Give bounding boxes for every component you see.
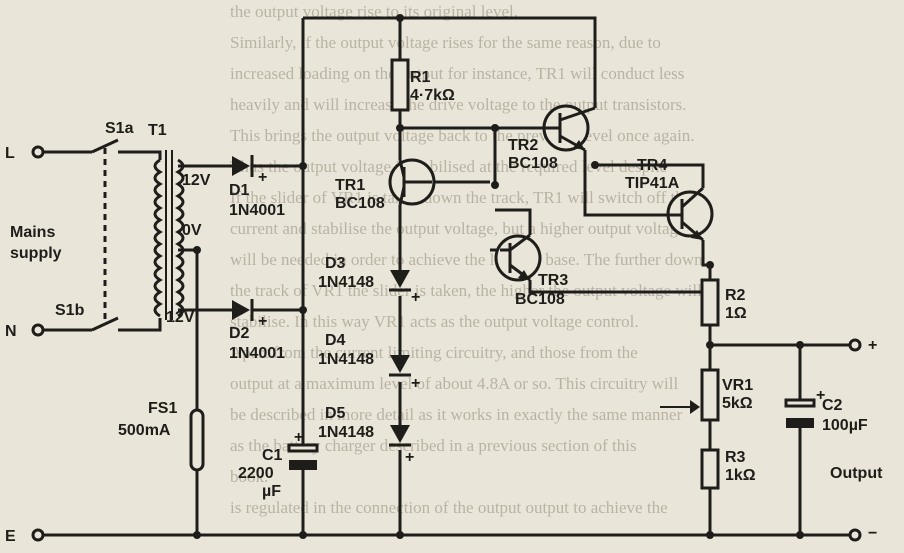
background-text-line: as the battery charger described in a pr… — [230, 436, 637, 455]
label-r1-value: 4·7kΩ — [410, 87, 455, 104]
label-tr2-type: BC108 — [508, 155, 558, 172]
transistor-tr2 — [542, 104, 596, 152]
label-vr1: VR1 — [722, 377, 753, 394]
label-r3: R3 — [725, 449, 746, 466]
diode-d4 — [389, 355, 411, 377]
label-s1b: S1b — [55, 302, 85, 319]
diode-d2 — [232, 299, 254, 321]
background-text-line: Thus the output voltage is stabilised at… — [230, 157, 668, 176]
label-n: N — [5, 323, 17, 340]
label-d1-plus: + — [258, 169, 267, 186]
background-text-line: is regulated in the connection of the ou… — [230, 498, 668, 517]
label-output-minus: − — [868, 525, 877, 542]
label-c2-value: 100µF — [822, 417, 868, 434]
label-c1: C1 — [262, 447, 283, 464]
label-supply: supply — [10, 245, 62, 262]
label-d3-plus: + — [411, 289, 420, 306]
label-d4-plus: + — [411, 375, 420, 392]
transistor-tr1 — [388, 158, 436, 206]
label-tr1: TR1 — [335, 177, 365, 194]
label-output: Output — [830, 465, 883, 482]
label-c2-plus: + — [816, 387, 825, 404]
fuse-fs1 — [189, 408, 205, 472]
label-d2-plus: + — [258, 313, 267, 330]
label-l: L — [5, 145, 15, 162]
resistor-r3 — [700, 448, 720, 490]
label-c1-plus: + — [294, 429, 303, 446]
label-tr1-type: BC108 — [335, 195, 385, 212]
label-r3-value: 1kΩ — [725, 467, 756, 484]
background-text-line: increased loading on the output for inst… — [230, 64, 685, 83]
label-d5-plus: + — [405, 449, 414, 466]
label-c1-unit: µF — [262, 483, 281, 500]
background-text-line: Apart from the current limiting circuitr… — [230, 343, 638, 362]
label-d1: D1 — [229, 182, 250, 199]
background-text-line: the track of VR1 the slider is taken, th… — [230, 281, 702, 300]
diode-d1 — [232, 155, 254, 177]
background-text-line: If the slider of VR1 is taken down the t… — [230, 188, 692, 207]
background-text-line: current and stabilise the output voltage… — [230, 219, 686, 238]
label-d5-type: 1N4148 — [318, 424, 374, 441]
label-d4-type: 1N4148 — [318, 351, 374, 368]
label-d3: D3 — [325, 255, 346, 272]
label-output-plus: + — [868, 337, 877, 354]
resistor-r1 — [390, 58, 410, 112]
label-tr3: TR3 — [538, 272, 568, 289]
background-text-line: the output voltage rise to its original … — [230, 2, 518, 21]
label-12v-bottom: 12V — [166, 309, 195, 326]
resistor-r2 — [700, 278, 720, 327]
label-d2: D2 — [229, 325, 250, 342]
labels: S1a T1 L Mains supply S1b N E 12V 0V 12V… — [5, 69, 883, 545]
diode-d3 — [389, 270, 411, 292]
capacitor-c1 — [287, 443, 319, 470]
background-text-line: output at a maximum level of about 4.8A … — [230, 374, 679, 393]
background-text-line: Similarly, if the output voltage rises f… — [230, 33, 661, 52]
diode-d5 — [389, 425, 411, 447]
label-c2: C2 — [822, 397, 843, 414]
label-fs1: FS1 — [148, 400, 177, 417]
label-e: E — [5, 528, 16, 545]
background-text-line: be described in more detail as it works … — [230, 405, 683, 424]
label-t1: T1 — [148, 122, 167, 139]
background-text-line: will be needed in order to achieve the l… — [230, 250, 703, 269]
background-text-line: book. — [230, 467, 269, 486]
label-0v: 0V — [182, 222, 202, 239]
label-c1-value: 2200 — [238, 465, 274, 482]
label-r1: R1 — [410, 69, 431, 86]
label-12v-top: 12V — [182, 172, 211, 189]
label-s1a: S1a — [105, 120, 134, 137]
transistor-tr3 — [494, 233, 542, 282]
background-text-line: stabilise. In this way VR1 acts as the o… — [230, 312, 639, 331]
capacitor-c2 — [784, 398, 816, 428]
label-d5: D5 — [325, 405, 346, 422]
label-fs1-value: 500mA — [118, 422, 171, 439]
label-vr1-value: 5kΩ — [722, 395, 753, 412]
label-d1-type: 1N4001 — [229, 202, 285, 219]
label-tr2: TR2 — [508, 137, 538, 154]
label-mains: Mains — [10, 224, 55, 241]
label-d4: D4 — [325, 332, 346, 349]
potentiometer-vr1 — [690, 368, 720, 422]
junction-dots — [193, 14, 804, 539]
label-d2-type: 1N4001 — [229, 345, 285, 362]
transistor-tr4 — [660, 186, 714, 242]
output-terminals — [31, 145, 862, 542]
label-d3-type: 1N4148 — [318, 274, 374, 291]
label-tr4-type: TIP41A — [625, 175, 680, 192]
mains-switch-s1 — [91, 138, 119, 332]
label-r2-value: 1Ω — [725, 305, 747, 322]
label-tr4: TR4 — [637, 157, 667, 174]
label-tr3-type: BC108 — [515, 291, 565, 308]
transformer-t1 — [153, 150, 185, 320]
label-r2: R2 — [725, 287, 746, 304]
